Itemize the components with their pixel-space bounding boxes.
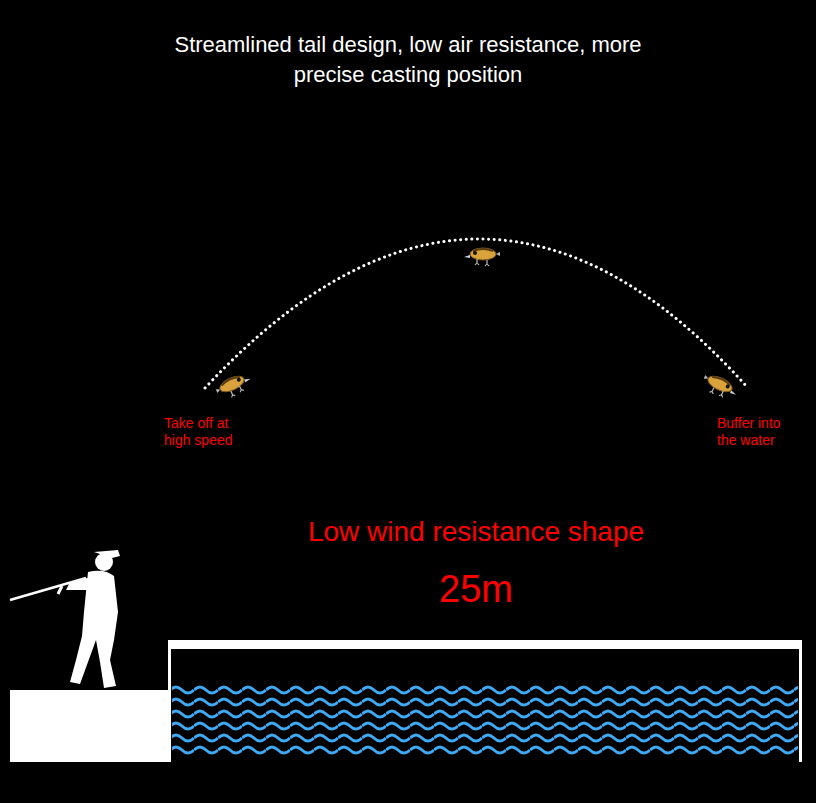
landing-note: Buffer into the water — [717, 415, 801, 449]
shape-heading: Low wind resistance shape — [226, 514, 726, 550]
title: Streamlined tail design, low air resista… — [158, 30, 658, 90]
launch-note: Take off at high speed — [164, 415, 252, 449]
distance-value: 25m — [326, 566, 626, 612]
